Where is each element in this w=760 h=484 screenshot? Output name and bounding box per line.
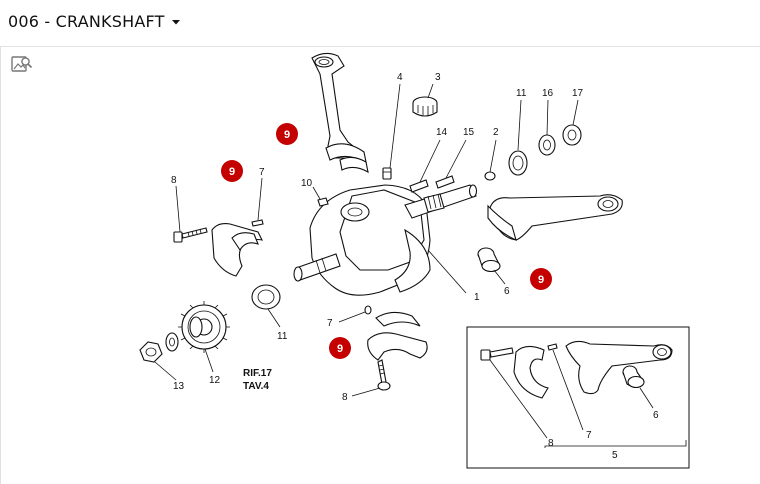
- chevron-down-icon: [171, 19, 180, 24]
- hotspot-9-lower[interactable]: 9: [329, 337, 351, 359]
- callout-6-inset: 6: [653, 410, 659, 421]
- page-title: 006 - CRANKSHAFT: [8, 12, 165, 31]
- callout-5: 5: [612, 450, 618, 461]
- callout-labels: 3 4 14 15 2 11 16 17 10 8 7 1 6 11 12 13…: [171, 72, 659, 461]
- callout-13: 13: [173, 381, 185, 392]
- inset-bearing-cap: [513, 345, 549, 399]
- bolt-8-left: [173, 227, 208, 243]
- connecting-rod-upper: [311, 52, 369, 174]
- hotspot-9-right[interactable]: 9: [530, 268, 552, 290]
- callout-10: 10: [301, 178, 313, 189]
- callout-15: 15: [463, 127, 475, 138]
- reference-line-1: RIF.17: [243, 368, 272, 379]
- inset-pin-7: [547, 343, 558, 351]
- exploded-parts-diagram: 3 4 14 15 2 11 16 17 10 8 7 1 6 11 12 13…: [139, 52, 690, 469]
- inset-connecting-rod: [565, 340, 673, 395]
- callout-8-lower: 8: [342, 392, 348, 403]
- callout-11-lower: 11: [277, 331, 288, 342]
- hotspot-9-left-label: 9: [229, 166, 235, 178]
- seal-11-upper: [508, 150, 528, 176]
- callout-12: 12: [209, 375, 221, 386]
- callout-16: 16: [542, 88, 554, 99]
- leader-lines: [154, 83, 687, 448]
- callout-17: 17: [572, 88, 584, 99]
- image-search-icon[interactable]: [10, 53, 34, 77]
- pin-14: [409, 179, 429, 193]
- washer-16: [538, 134, 556, 156]
- callout-3: 3: [435, 72, 441, 83]
- bearing-cap-left: [211, 223, 263, 277]
- callout-7-lower: 7: [327, 318, 333, 329]
- callout-7-left: 7: [259, 167, 265, 178]
- pin-10: [317, 197, 329, 207]
- callout-2: 2: [493, 127, 499, 138]
- bearing-cap-lower: [367, 332, 428, 361]
- gear-12: [178, 301, 230, 353]
- pin-15: [435, 175, 455, 189]
- callout-11-upper: 11: [516, 88, 527, 99]
- pin-7-lower: [364, 305, 372, 315]
- inset-bush-6: [622, 365, 645, 389]
- callout-1: 1: [474, 292, 480, 303]
- hotspot-9-top[interactable]: 9: [276, 123, 298, 145]
- bush-6: [477, 247, 501, 273]
- callout-4: 4: [397, 72, 403, 83]
- crankshaft: [293, 184, 478, 296]
- hotspot-9-left[interactable]: 9: [221, 160, 243, 182]
- plug-4: [382, 167, 392, 180]
- hotspot-9-top-label: 9: [284, 129, 290, 141]
- inset-bolt-8: [480, 347, 514, 361]
- connecting-rod-right: [487, 194, 623, 241]
- inset-box: [466, 326, 690, 469]
- hotspot-9-lower-label: 9: [337, 343, 343, 355]
- nut-17: [562, 124, 582, 146]
- bearing-shell-lower: [375, 311, 421, 327]
- page-header: 006 - CRANKSHAFT: [0, 0, 760, 47]
- callout-14: 14: [436, 127, 448, 138]
- washer-gear: [165, 332, 179, 352]
- hotspot-9-right-label: 9: [538, 274, 544, 286]
- reference-line-2: TAV.4: [243, 381, 269, 392]
- callout-6: 6: [504, 286, 510, 297]
- plug-3: [412, 96, 438, 117]
- callout-7-inset: 7: [586, 430, 592, 441]
- callout-8-left: 8: [171, 175, 177, 186]
- seal-11-lower: [251, 284, 281, 310]
- pin-7-left: [251, 219, 264, 227]
- section-title-dropdown[interactable]: 006 - CRANKSHAFT: [8, 12, 181, 31]
- bolt-8-lower: [377, 359, 391, 391]
- callout-8-inset: 8: [548, 438, 554, 449]
- nut-13: [139, 341, 163, 363]
- plug-2: [484, 171, 496, 181]
